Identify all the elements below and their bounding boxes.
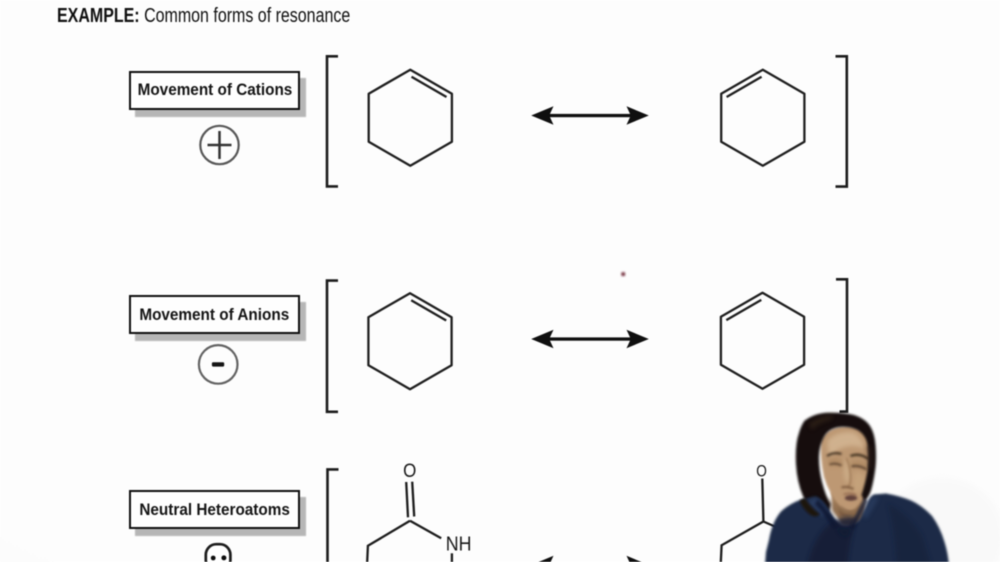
svg-text:NH: NH: [446, 532, 472, 555]
svg-text:O: O: [403, 460, 416, 482]
svg-text:O: O: [756, 463, 767, 481]
